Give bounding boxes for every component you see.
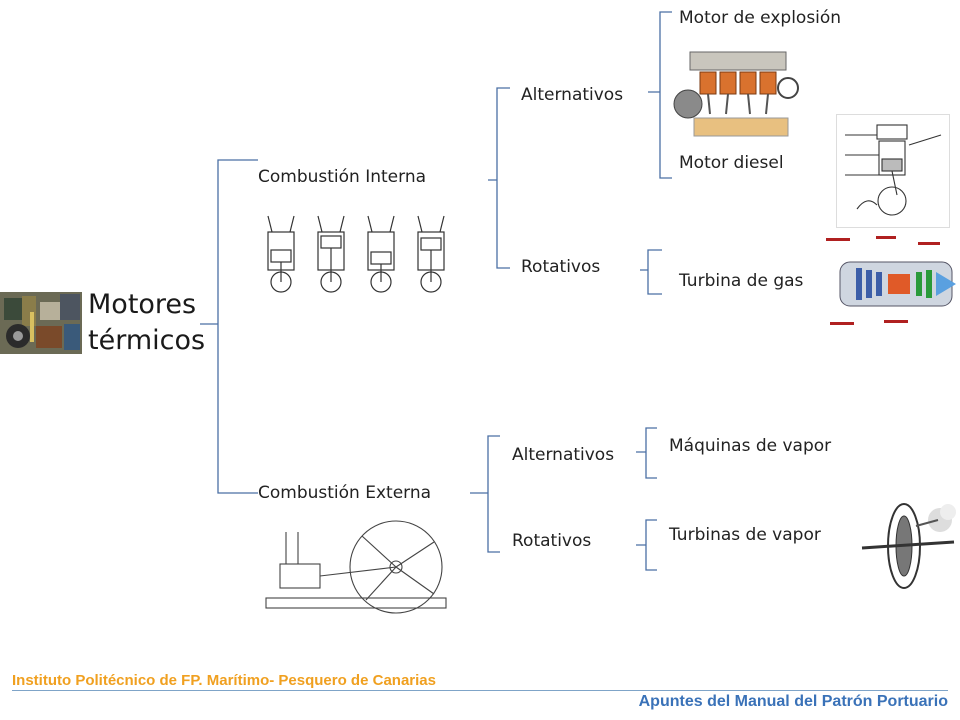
engine-photo xyxy=(0,292,82,354)
gas-turbine-image xyxy=(822,232,960,340)
interna-rot-bracket xyxy=(640,249,662,295)
maquinas-vapor-label: Máquinas de vapor xyxy=(669,436,832,456)
institute-footer: Instituto Politécnico de FP. Marítimo- P… xyxy=(12,672,436,689)
combustion-externa-label: Combustión Externa xyxy=(258,483,432,503)
motor-explosion-label: Motor de explosión xyxy=(679,8,842,28)
interna-alternativos-label: Alternativos xyxy=(521,85,624,105)
root-title-line2: térmicos xyxy=(88,325,206,356)
combustion-interna-label: Combustión Interna xyxy=(258,167,427,187)
interna-rotativos-label: Rotativos xyxy=(521,257,601,277)
root-title: Motores térmicos xyxy=(88,287,205,359)
explosion-engine-image xyxy=(670,32,802,144)
externa-rot-bracket xyxy=(636,519,657,571)
interna-bracket xyxy=(488,87,510,269)
motor-diesel-label: Motor diesel xyxy=(679,153,784,173)
externa-alt-bracket xyxy=(636,427,657,479)
steam-turbine-image xyxy=(858,496,960,592)
root-bracket xyxy=(200,159,258,494)
interna-alt-bracket xyxy=(648,11,672,179)
externa-rotativos-label: Rotativos xyxy=(512,531,592,551)
externa-alternativos-label: Alternativos xyxy=(512,445,615,465)
steam-engine-diagram xyxy=(256,512,456,624)
root-title-line1: Motores xyxy=(88,289,197,320)
diesel-engine-image xyxy=(836,114,950,228)
externa-bracket xyxy=(470,435,500,553)
footer-rule xyxy=(12,690,948,691)
turbinas-vapor-label: Turbinas de vapor xyxy=(669,525,821,545)
manual-subtitle-footer: Apuntes del Manual del Patrón Portuario xyxy=(638,693,948,710)
four-stroke-diagram xyxy=(256,196,456,300)
turbina-gas-label: Turbina de gas xyxy=(679,271,804,291)
